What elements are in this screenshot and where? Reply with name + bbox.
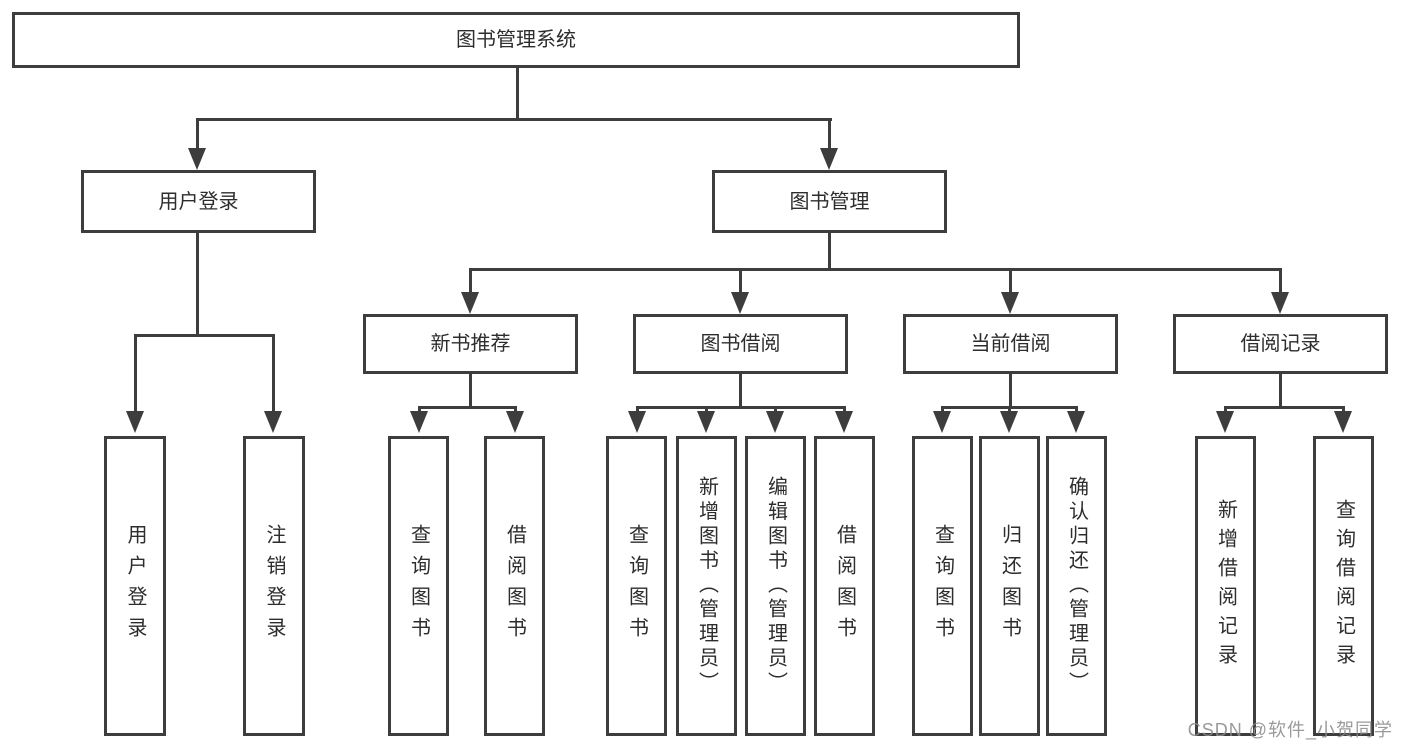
leaf-current-confirm-return-admin-label: 确认归还（管理员） bbox=[1065, 476, 1088, 696]
connector-stem-borrow bbox=[739, 271, 742, 295]
node-book-management-label: 图书管理 bbox=[789, 190, 870, 213]
arrowhead-br-query bbox=[1334, 411, 1352, 433]
connector-stem-br-query bbox=[1342, 406, 1345, 414]
connector-newbook-trunk bbox=[469, 374, 472, 409]
connector-stem-mgmt bbox=[828, 121, 831, 151]
leaf-borrow-query-books-label: 查询图书 bbox=[625, 524, 648, 648]
arrowhead-nb-query bbox=[410, 411, 428, 433]
arrowhead-borrow bbox=[731, 292, 749, 314]
leaf-logout-label: 注销登录 bbox=[263, 524, 285, 648]
connector-stem-bb-query bbox=[636, 406, 639, 414]
leaf-current-query-books: 查询图书 bbox=[912, 436, 973, 736]
connector-stem-user bbox=[196, 121, 199, 151]
arrowhead-cb-confirm bbox=[1067, 411, 1085, 433]
arrowhead-bb-query bbox=[628, 411, 646, 433]
arrowhead-user bbox=[188, 148, 206, 170]
leaf-borrow-query-books: 查询图书 bbox=[606, 436, 667, 736]
arrowhead-leaf-logout bbox=[264, 411, 282, 433]
arrowhead-newbook bbox=[461, 292, 479, 314]
arrowhead-leaf-login bbox=[126, 411, 144, 433]
leaf-logout: 注销登录 bbox=[243, 436, 305, 736]
connector-mgmt-split bbox=[469, 268, 1282, 271]
leaf-current-query-books-label: 查询图书 bbox=[931, 524, 954, 648]
leaf-records-query-record: 查询借阅记录 bbox=[1313, 436, 1374, 736]
connector-stem-cb-return bbox=[1008, 406, 1011, 414]
arrowhead-cb-query bbox=[933, 411, 951, 433]
connector-stem-bb-edit bbox=[774, 406, 777, 414]
leaf-newbook-borrow-books-label: 借阅图书 bbox=[503, 524, 526, 648]
leaf-records-add-record-label: 新增借阅记录 bbox=[1214, 499, 1237, 673]
leaf-borrow-borrow-books: 借阅图书 bbox=[814, 436, 875, 736]
node-user-login-label: 用户登录 bbox=[158, 190, 239, 213]
leaf-records-add-record: 新增借阅记录 bbox=[1195, 436, 1256, 736]
connector-stem-newbook bbox=[469, 271, 472, 295]
leaf-borrow-edit-books-admin-label: 编辑图书（管理员） bbox=[764, 476, 787, 696]
connector-current-trunk bbox=[1009, 374, 1012, 409]
node-root: 图书管理系统 bbox=[12, 12, 1020, 68]
connector-records-split bbox=[1224, 406, 1344, 409]
connector-root-split bbox=[196, 118, 832, 121]
leaf-borrow-add-books-admin: 新增图书（管理员） bbox=[676, 436, 737, 736]
node-borrow-records-label: 借阅记录 bbox=[1240, 333, 1321, 355]
connector-stem-bb-borrow bbox=[843, 406, 846, 414]
leaf-newbook-query-books: 查询图书 bbox=[388, 436, 449, 736]
arrowhead-bb-borrow bbox=[835, 411, 853, 433]
leaf-user-login: 用户登录 bbox=[104, 436, 166, 736]
node-new-book-recommend: 新书推荐 bbox=[363, 314, 578, 374]
connector-root-trunk bbox=[516, 68, 519, 121]
connector-mgmt-trunk bbox=[828, 233, 831, 271]
leaf-borrow-edit-books-admin: 编辑图书（管理员） bbox=[745, 436, 806, 736]
arrowhead-records bbox=[1271, 292, 1289, 314]
connector-stem-records bbox=[1279, 271, 1282, 295]
leaf-newbook-borrow-books: 借阅图书 bbox=[484, 436, 545, 736]
node-book-borrow: 图书借阅 bbox=[633, 314, 848, 374]
arrowhead-bb-add bbox=[697, 411, 715, 433]
connector-borrow-trunk bbox=[739, 374, 742, 409]
leaf-newbook-query-books-label: 查询图书 bbox=[407, 524, 430, 648]
node-book-borrow-label: 图书借阅 bbox=[700, 333, 781, 355]
arrowhead-mgmt bbox=[820, 148, 838, 170]
leaf-current-return-books: 归还图书 bbox=[979, 436, 1040, 736]
leaf-borrow-borrow-books-label: 借阅图书 bbox=[833, 524, 856, 648]
connector-stem-leaf-logout bbox=[272, 337, 275, 413]
connector-borrow-split bbox=[636, 406, 846, 409]
leaf-borrow-add-books-admin-label: 新增图书（管理员） bbox=[695, 476, 718, 696]
node-borrow-records: 借阅记录 bbox=[1173, 314, 1388, 374]
arrowhead-cb-return bbox=[1000, 411, 1018, 433]
connector-stem-bb-add bbox=[705, 406, 708, 414]
connector-newbook-split bbox=[418, 406, 517, 409]
connector-stem-current bbox=[1009, 271, 1012, 295]
node-root-label: 图书管理系统 bbox=[456, 29, 576, 51]
connector-stem-cb-query bbox=[941, 406, 944, 414]
node-current-borrow-label: 当前借阅 bbox=[970, 333, 1051, 355]
connector-stem-nb-query bbox=[418, 406, 421, 414]
connector-stem-br-add bbox=[1224, 406, 1227, 414]
leaf-current-confirm-return-admin: 确认归还（管理员） bbox=[1046, 436, 1107, 736]
leaf-records-query-record-label: 查询借阅记录 bbox=[1332, 499, 1355, 673]
node-user-login: 用户登录 bbox=[81, 170, 316, 233]
leaf-user-login-label: 用户登录 bbox=[124, 524, 146, 648]
arrowhead-current bbox=[1001, 292, 1019, 314]
node-book-management: 图书管理 bbox=[712, 170, 947, 233]
arrowhead-br-add bbox=[1216, 411, 1234, 433]
watermark: CSDN @软件_小贺同学 bbox=[1187, 720, 1393, 740]
node-new-book-recommend-label: 新书推荐 bbox=[430, 333, 511, 355]
leaf-current-return-books-label: 归还图书 bbox=[998, 524, 1021, 648]
connector-stem-leaf-login bbox=[134, 337, 137, 413]
arrowhead-nb-borrow bbox=[506, 411, 524, 433]
connector-user-split bbox=[134, 334, 275, 337]
connector-stem-cb-confirm bbox=[1075, 406, 1078, 414]
node-current-borrow: 当前借阅 bbox=[903, 314, 1118, 374]
connector-user-trunk bbox=[196, 233, 199, 337]
connector-records-trunk bbox=[1279, 374, 1282, 409]
arrowhead-bb-edit bbox=[766, 411, 784, 433]
connector-stem-nb-borrow bbox=[514, 406, 517, 414]
